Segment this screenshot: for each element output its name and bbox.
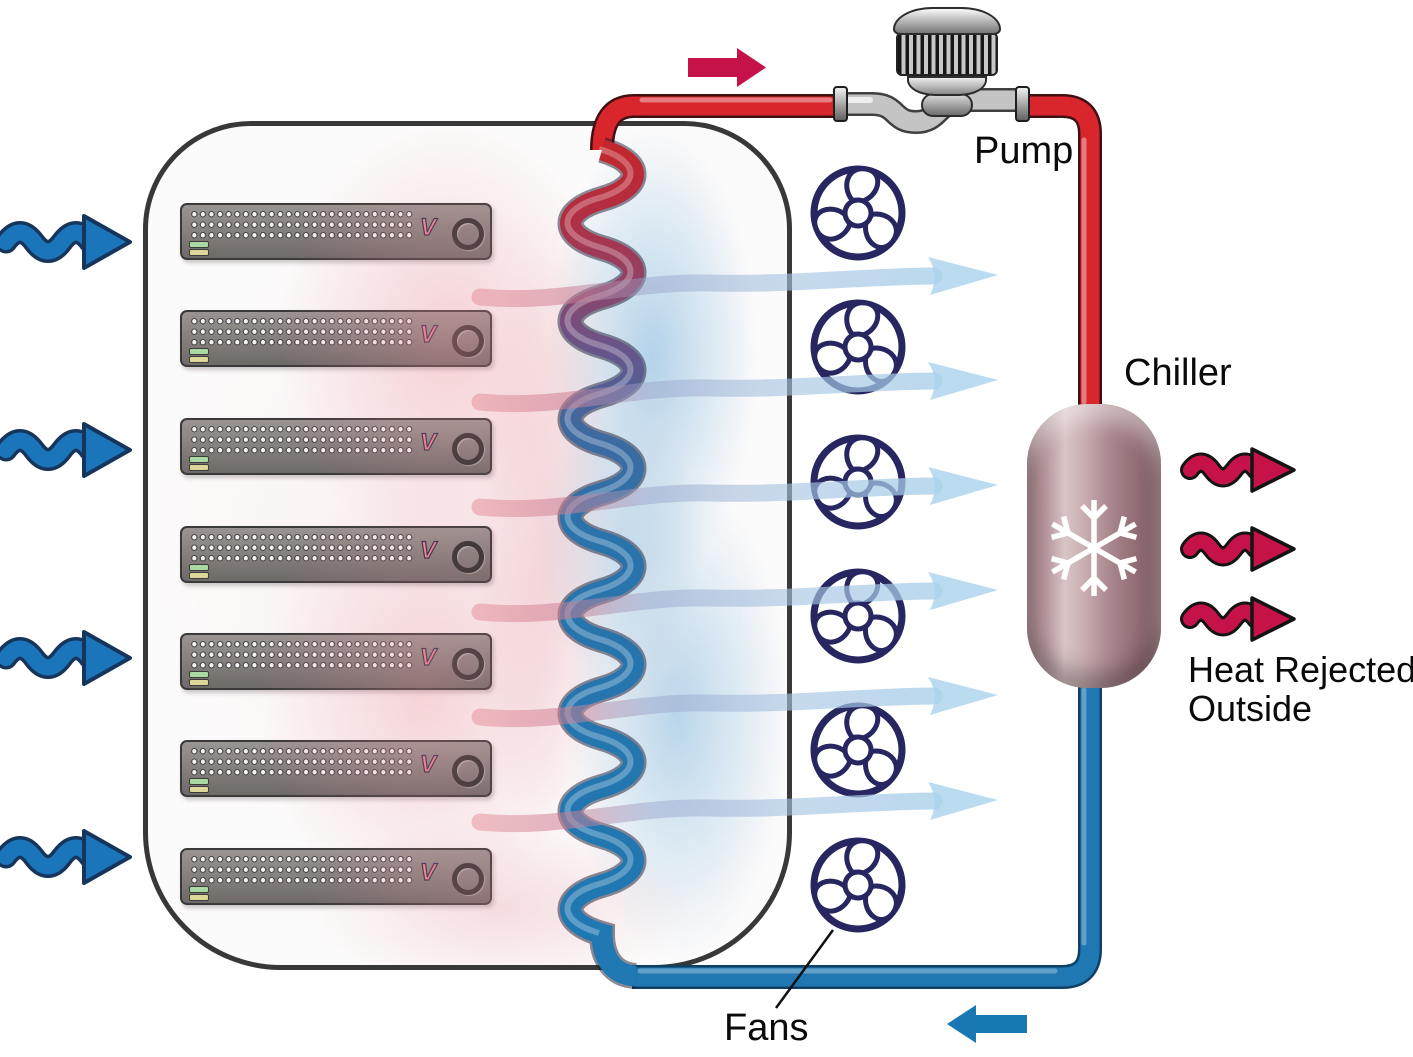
chiller-tank xyxy=(1027,404,1161,688)
chiller-label: Chiller xyxy=(1124,352,1232,394)
pump-label: Pump xyxy=(974,130,1074,172)
airflow-arrow-icon xyxy=(471,677,998,728)
airflow-arrow-icon xyxy=(471,572,998,623)
hot-flow-arrow-icon xyxy=(688,48,766,87)
airflow-arrow-icon xyxy=(471,467,998,518)
airflow-arrow-icon xyxy=(471,782,998,833)
airflow-arrow-icon xyxy=(471,257,998,308)
cold-air-intake-arrow-icon xyxy=(0,630,132,686)
pump-collar xyxy=(921,93,973,117)
cold-water-pipe xyxy=(632,682,1102,989)
pump-cap xyxy=(893,7,1001,35)
pipe-coupling xyxy=(833,86,848,122)
heat-rejected-label: Heat Rejected Outside xyxy=(1188,649,1413,729)
cold-return-arrow-icon xyxy=(947,1005,1027,1043)
hot-water-pipe xyxy=(590,94,1102,410)
heat-exchanger-coil xyxy=(557,137,647,989)
airflow-arrow-list xyxy=(471,257,998,833)
fan-icon xyxy=(810,165,906,261)
pump-knurled-knob xyxy=(896,32,998,76)
airflow-arrow-icon xyxy=(471,362,998,413)
cold-air-intake-arrow-icon xyxy=(0,422,132,478)
heat-rejected-arrow-icon xyxy=(1180,447,1296,493)
pipe-coupling xyxy=(1015,86,1030,122)
fan-icon xyxy=(810,837,906,933)
snowflake-icon xyxy=(1050,500,1138,596)
fans-pointer-line xyxy=(774,929,835,1009)
fan-icon xyxy=(810,702,906,798)
heat-rejected-arrow-icon xyxy=(1180,526,1296,572)
heat-rejected-arrow-icon xyxy=(1180,596,1296,642)
cold-air-intake-arrow-icon xyxy=(0,829,132,885)
intake-arrow-list xyxy=(0,214,132,885)
pump-neck xyxy=(907,76,987,96)
cold-air-intake-arrow-icon xyxy=(0,214,132,270)
heat-arrow-list xyxy=(1180,447,1296,642)
fans-label: Fans xyxy=(724,1007,809,1049)
